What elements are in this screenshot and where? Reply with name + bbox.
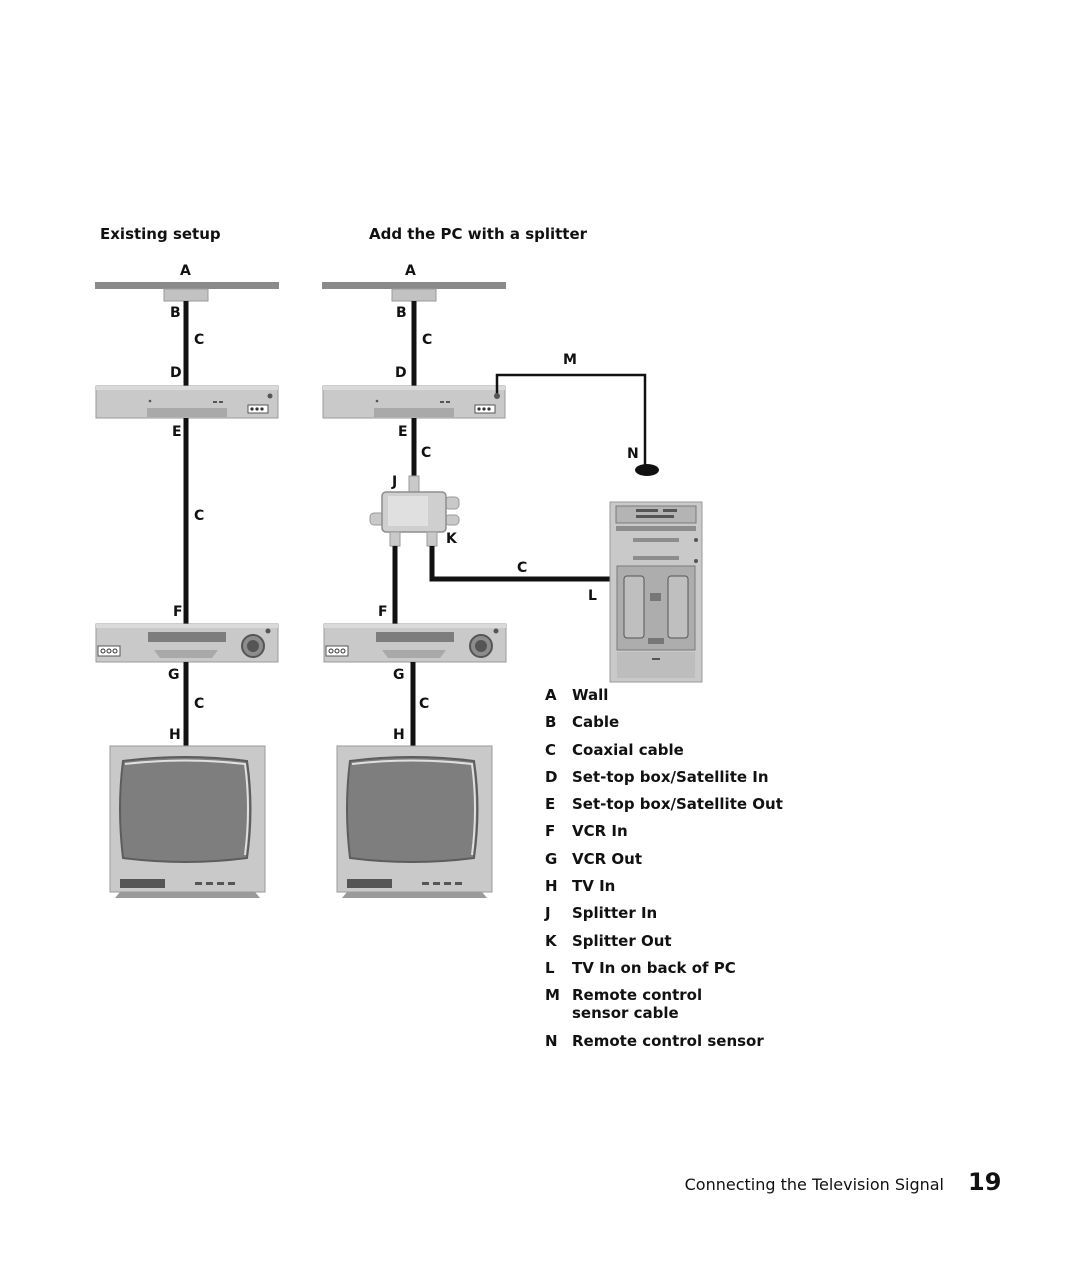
label-h-left: H [169, 727, 181, 743]
vcr-left [95, 623, 279, 663]
existing-setup-diagram [95, 282, 279, 899]
label-k: K [446, 531, 458, 547]
label-b-right: B [396, 305, 407, 321]
label-d-right: D [395, 365, 407, 381]
label-c-left-3: C [194, 696, 204, 712]
label-h-right: H [393, 727, 405, 743]
label-c-right-1: C [422, 332, 432, 348]
cable-splitter-pc [429, 546, 612, 582]
vcr-right [323, 623, 507, 663]
settop-box-left [95, 385, 279, 419]
tv-left [109, 745, 266, 899]
wall-plate-left [163, 288, 209, 302]
splitter-setup-diagram [322, 282, 703, 899]
label-a-left: A [180, 263, 191, 279]
wall-left [95, 282, 279, 289]
label-c-left-2: C [194, 508, 204, 524]
wall-plate-right [391, 288, 437, 302]
footer-section-title: Connecting the Television Signal [684, 1175, 944, 1194]
label-e-left: E [172, 424, 182, 440]
label-b-left: B [170, 305, 181, 321]
settop-box-right [322, 385, 506, 419]
remote-sensor-cable [495, 373, 647, 466]
label-c-right-3: C [517, 560, 527, 576]
add-pc-heading: Add the PC with a splitter [369, 225, 588, 243]
label-c-right-2: C [421, 445, 431, 461]
label-f-right: F [378, 604, 388, 620]
page-number: 19 [968, 1168, 1002, 1196]
label-c-right-4: C [419, 696, 429, 712]
label-d-left: D [170, 365, 182, 381]
pc-tower [609, 501, 703, 683]
label-j: J [391, 474, 397, 490]
splitter [369, 475, 460, 547]
label-a-right: A [405, 263, 416, 279]
label-f-left: F [173, 604, 183, 620]
label-g-right: G [393, 667, 405, 683]
label-n: N [627, 446, 639, 462]
label-e-right: E [398, 424, 408, 440]
remote-sensor [635, 464, 659, 476]
wall-right [322, 282, 506, 289]
label-m: M [563, 352, 577, 368]
label-l: L [588, 588, 597, 604]
existing-setup-heading: Existing setup [100, 225, 221, 243]
label-c-left-1: C [194, 332, 204, 348]
label-g-left: G [168, 667, 180, 683]
tv-right [336, 745, 493, 899]
